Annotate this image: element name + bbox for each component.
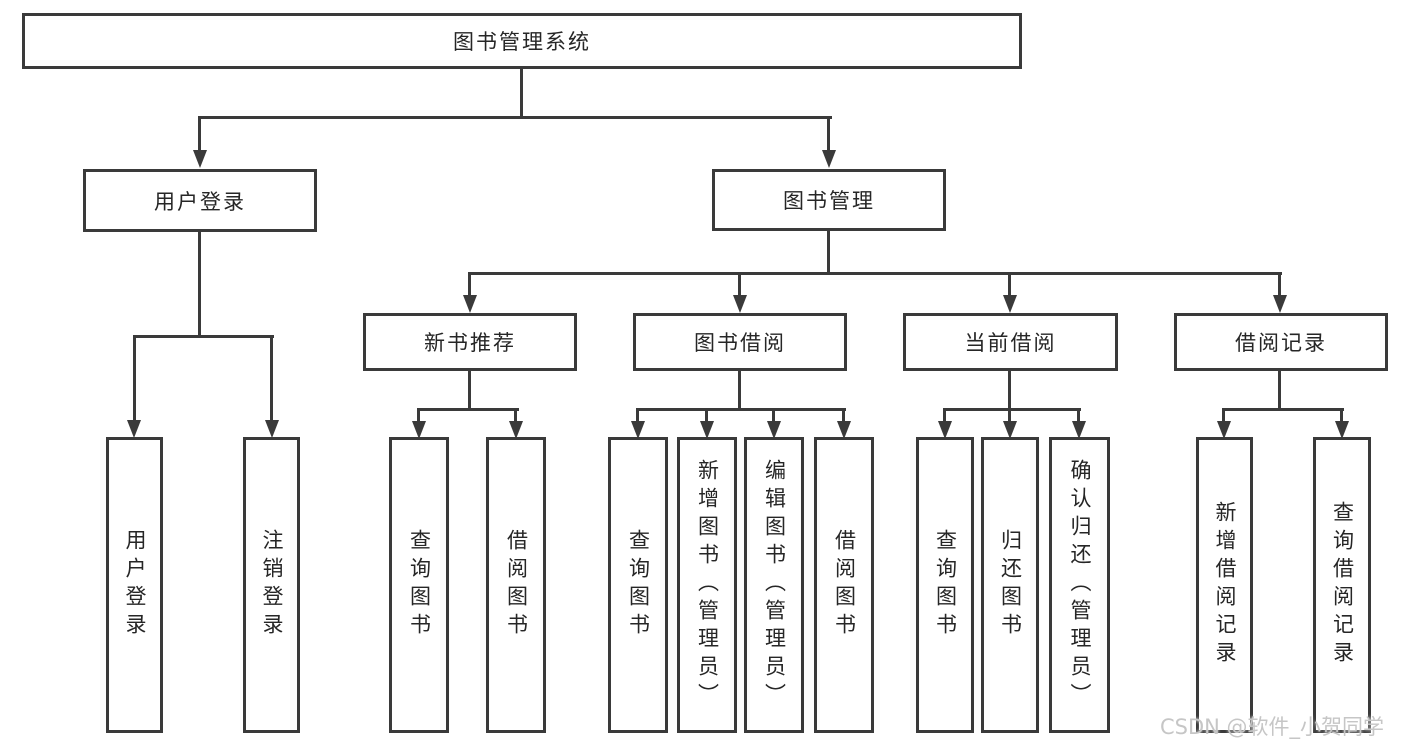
leaf-user-login-label: 用户登录 bbox=[123, 529, 147, 641]
connector-drop bbox=[1340, 408, 1343, 422]
node-new-book-recommend-label: 新书推荐 bbox=[424, 331, 516, 355]
leaf-user-login: 用户登录 bbox=[106, 437, 163, 733]
leaf-add-borrow-record: 新增借阅记录 bbox=[1196, 437, 1253, 733]
arrow-down-icon bbox=[127, 420, 141, 438]
connector-drop bbox=[514, 408, 517, 422]
connector-drop-current-borrow bbox=[1008, 272, 1011, 296]
arrow-down-icon bbox=[837, 421, 851, 439]
connector-drop-book-management bbox=[827, 116, 830, 152]
connector-recommend-crossbar bbox=[418, 408, 519, 411]
connector-drop bbox=[1008, 408, 1011, 422]
arrow-down-icon bbox=[463, 295, 477, 313]
arrow-down-icon bbox=[193, 150, 207, 168]
connector-drop bbox=[636, 408, 639, 422]
arrow-down-icon bbox=[412, 421, 426, 439]
arrow-down-icon bbox=[509, 421, 523, 439]
connector-drop bbox=[705, 408, 708, 422]
leaf-current-query-books-label: 查询图书 bbox=[933, 529, 958, 641]
connector-recommend-stem bbox=[468, 371, 471, 411]
connector-current-borrow-crossbar bbox=[944, 408, 1081, 411]
leaf-recommend-query-books-label: 查询图书 bbox=[407, 529, 432, 641]
connector-drop bbox=[1222, 408, 1225, 422]
leaf-recommend-query-books: 查询图书 bbox=[389, 437, 449, 733]
arrow-down-icon bbox=[631, 421, 645, 439]
leaf-query-borrow-record-label: 查询借阅记录 bbox=[1330, 501, 1355, 669]
leaf-recommend-borrow-books-label: 借阅图书 bbox=[504, 529, 529, 641]
leaf-current-query-books: 查询图书 bbox=[916, 437, 974, 733]
arrow-down-icon bbox=[265, 420, 279, 438]
connector-drop-user-login bbox=[198, 116, 201, 152]
leaf-confirm-return-admin: 确认归还（管理员） bbox=[1049, 437, 1110, 733]
leaf-edit-books-admin: 编辑图书（管理员） bbox=[744, 437, 804, 733]
connector-drop bbox=[943, 408, 946, 422]
connector-borrow-records-stem bbox=[1278, 371, 1281, 411]
node-root-label: 图书管理系统 bbox=[453, 30, 591, 54]
leaf-add-books-admin: 新增图书（管理员） bbox=[677, 437, 737, 733]
node-book-management-label: 图书管理 bbox=[783, 189, 875, 213]
node-current-borrow: 当前借阅 bbox=[903, 313, 1118, 371]
connector-drop-login bbox=[133, 335, 136, 421]
connector-drop bbox=[417, 408, 420, 422]
node-book-borrow: 图书借阅 bbox=[633, 313, 847, 371]
leaf-logout-label: 注销登录 bbox=[260, 529, 284, 641]
connector-drop bbox=[1077, 408, 1080, 422]
connector-user-login-stem bbox=[198, 232, 201, 338]
leaf-confirm-return-admin-label: 确认归还（管理员） bbox=[1068, 459, 1092, 711]
leaf-add-books-admin-label: 新增图书（管理员） bbox=[695, 459, 720, 711]
connector-drop bbox=[772, 408, 775, 422]
arrow-down-icon bbox=[767, 421, 781, 439]
arrow-down-icon bbox=[938, 421, 952, 439]
node-book-management: 图书管理 bbox=[712, 169, 946, 231]
connector-root-stem bbox=[520, 69, 523, 119]
node-book-borrow-label: 图书借阅 bbox=[694, 331, 786, 355]
arrow-down-icon bbox=[733, 295, 747, 313]
arrow-down-icon bbox=[700, 421, 714, 439]
node-borrow-records: 借阅记录 bbox=[1174, 313, 1388, 371]
leaf-return-books: 归还图书 bbox=[981, 437, 1039, 733]
connector-book-borrow-stem bbox=[738, 371, 741, 411]
connector-drop-logout bbox=[270, 335, 273, 421]
leaf-recommend-borrow-books: 借阅图书 bbox=[486, 437, 546, 733]
connector-drop-new-book-recommend bbox=[468, 272, 471, 296]
node-borrow-records-label: 借阅记录 bbox=[1235, 331, 1327, 355]
arrow-down-icon bbox=[1217, 421, 1231, 439]
arrow-down-icon bbox=[1003, 421, 1017, 439]
connector-current-borrow-stem bbox=[1008, 371, 1011, 411]
connector-borrow-records-crossbar bbox=[1223, 408, 1344, 411]
arrow-down-icon bbox=[1273, 295, 1287, 313]
node-new-book-recommend: 新书推荐 bbox=[363, 313, 577, 371]
arrow-down-icon bbox=[822, 150, 836, 168]
node-user-login: 用户登录 bbox=[83, 169, 317, 232]
connector-drop-borrow-records bbox=[1278, 272, 1281, 296]
connector-drop-book-borrow bbox=[738, 272, 741, 296]
connector-user-login-crossbar bbox=[133, 335, 274, 338]
leaf-borrow-borrow-books-label: 借阅图书 bbox=[832, 529, 857, 641]
node-current-borrow-label: 当前借阅 bbox=[964, 331, 1057, 355]
leaf-logout: 注销登录 bbox=[243, 437, 300, 733]
connector-book-borrow-crossbar bbox=[637, 408, 846, 411]
leaf-borrow-query-books: 查询图书 bbox=[608, 437, 668, 733]
arrow-down-icon bbox=[1072, 421, 1086, 439]
leaf-borrow-borrow-books: 借阅图书 bbox=[814, 437, 874, 733]
leaf-add-borrow-record-label: 新增借阅记录 bbox=[1213, 501, 1237, 669]
leaf-query-borrow-record: 查询借阅记录 bbox=[1313, 437, 1371, 733]
arrow-down-icon bbox=[1335, 421, 1349, 439]
connector-root-crossbar bbox=[199, 116, 832, 119]
connector-drop bbox=[842, 408, 845, 422]
node-user-login-label: 用户登录 bbox=[154, 189, 246, 214]
node-root-library-system: 图书管理系统 bbox=[22, 13, 1022, 69]
leaf-borrow-query-books-label: 查询图书 bbox=[626, 529, 651, 641]
leaf-return-books-label: 归还图书 bbox=[998, 529, 1023, 641]
arrow-down-icon bbox=[1003, 295, 1017, 313]
leaf-edit-books-admin-label: 编辑图书（管理员） bbox=[762, 459, 787, 711]
csdn-watermark: CSDN @软件_小贺同学 bbox=[1160, 715, 1385, 739]
connector-book-management-stem bbox=[827, 231, 830, 275]
connector-book-management-crossbar bbox=[469, 272, 1282, 275]
